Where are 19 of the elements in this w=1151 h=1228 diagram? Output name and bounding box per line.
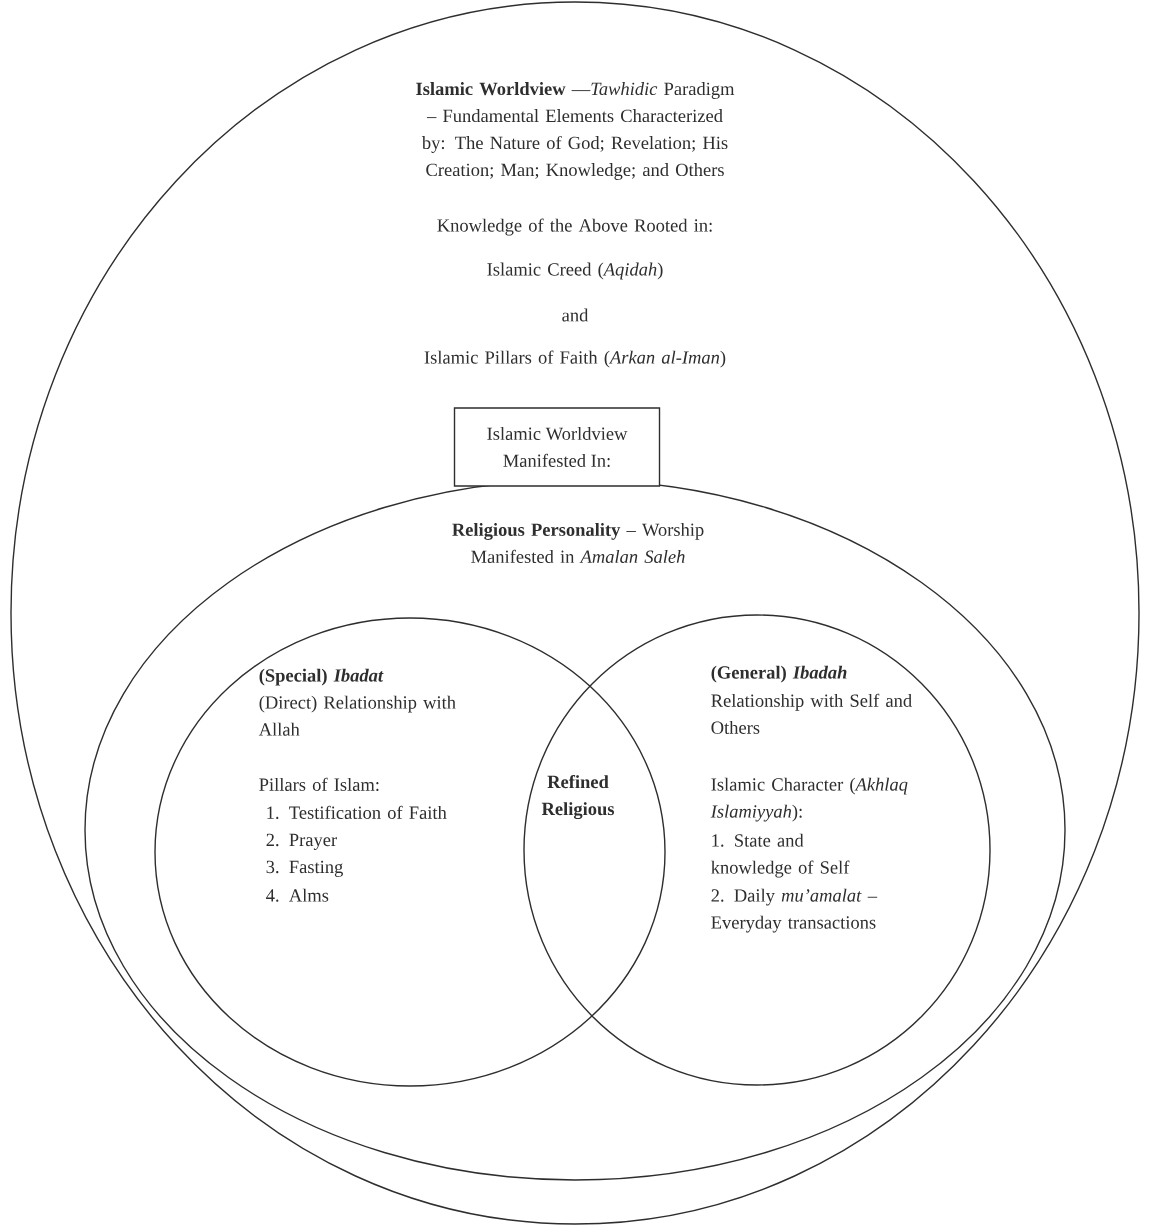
body-text: (Direct) Relationship with Allah [258,695,456,736]
body-text: Islamic Pillars of Faith (Arkan al-Iman) [424,350,726,368]
overlap-label: Refined Religious [541,774,615,820]
body-text: Islamic Creed (Aqidah) [487,262,663,280]
list-item: 2. Daily mu’amalat – Everyday transactions [711,888,878,933]
body-text: Knowledge of the Above Rooted in: [437,218,712,236]
body-text: Religious Personality – Worship Manifested in Amalan Saleh [452,523,704,563]
body-text: Pillars of Islam: [259,777,379,791]
list-item: 2. Prayer [266,833,337,850]
body-text: Islamic Character (Akhlaq Islamiyyah): [710,777,908,822]
text-box: Islamic Worldview Manifested In: [453,407,661,487]
list-item: 1. Testification of Faith [267,805,447,819]
heading-text: (Special) Ibadat [259,668,384,686]
body-text: and [562,308,589,322]
list-item: 3. Fasting [266,860,343,877]
body-text: Relationship with Self and Others [711,693,912,734]
heading-text: Islamic Worldview —Tawhidic Paradigm – Fundamental Elements Characterized by: The Nature of God; Revelation; His Creation; Man; Knowledge; and Others [416,82,735,180]
heading-text: (General) Ibadah [711,665,847,683]
list-item: 4. Alms [266,888,329,902]
